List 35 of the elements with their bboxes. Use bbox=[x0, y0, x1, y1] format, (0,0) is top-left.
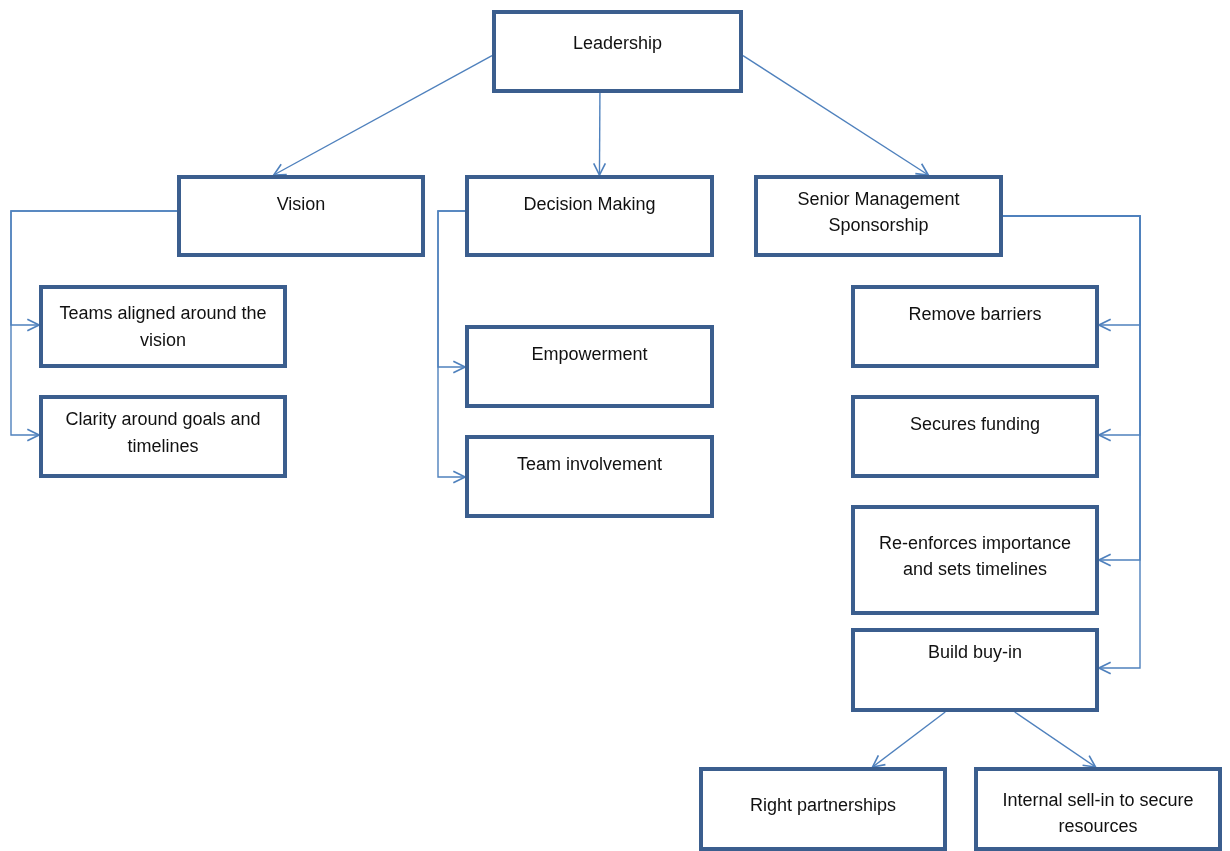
connector-arrow bbox=[272, 54, 493, 176]
process-box bbox=[492, 10, 743, 93]
box-label: Leadership bbox=[572, 32, 663, 56]
process-box bbox=[465, 325, 714, 408]
box-label: Re-enforces importance and sets timelines bbox=[877, 531, 1073, 581]
box-label: Clarity around goals and timelines bbox=[64, 408, 262, 458]
process-box bbox=[699, 767, 947, 851]
box-label: Empowerment bbox=[531, 343, 648, 367]
box-label: Right partnerships bbox=[749, 793, 897, 817]
connector-arrow bbox=[871, 711, 946, 768]
connector-arrow bbox=[437, 210, 466, 484]
box-label: Internal sell-in to secure resources bbox=[1001, 788, 1195, 838]
connector-arrow bbox=[10, 210, 178, 442]
box-label: Vision bbox=[276, 192, 326, 216]
connector-arrow bbox=[742, 54, 930, 176]
box-label: Team involvement bbox=[516, 453, 663, 477]
box-label: Build buy-in bbox=[927, 640, 1023, 664]
process-box bbox=[177, 175, 425, 257]
box-label: Teams aligned around the vision bbox=[58, 302, 268, 352]
process-box bbox=[974, 767, 1222, 851]
box-label: Secures funding bbox=[909, 413, 1041, 437]
process-box bbox=[39, 395, 287, 478]
box-label: Remove barriers bbox=[908, 303, 1042, 327]
process-box bbox=[851, 628, 1099, 712]
process-box bbox=[851, 285, 1099, 368]
box-label: Senior Management Sponsorship bbox=[796, 187, 961, 237]
process-box bbox=[465, 175, 714, 257]
process-box bbox=[465, 435, 714, 518]
process-box bbox=[851, 395, 1099, 478]
process-box bbox=[754, 175, 1003, 257]
connector-arrow bbox=[592, 92, 607, 176]
box-label: Decision Making bbox=[523, 192, 656, 216]
process-box bbox=[851, 505, 1099, 615]
process-box bbox=[39, 285, 287, 368]
connector-arrow bbox=[1013, 711, 1097, 768]
